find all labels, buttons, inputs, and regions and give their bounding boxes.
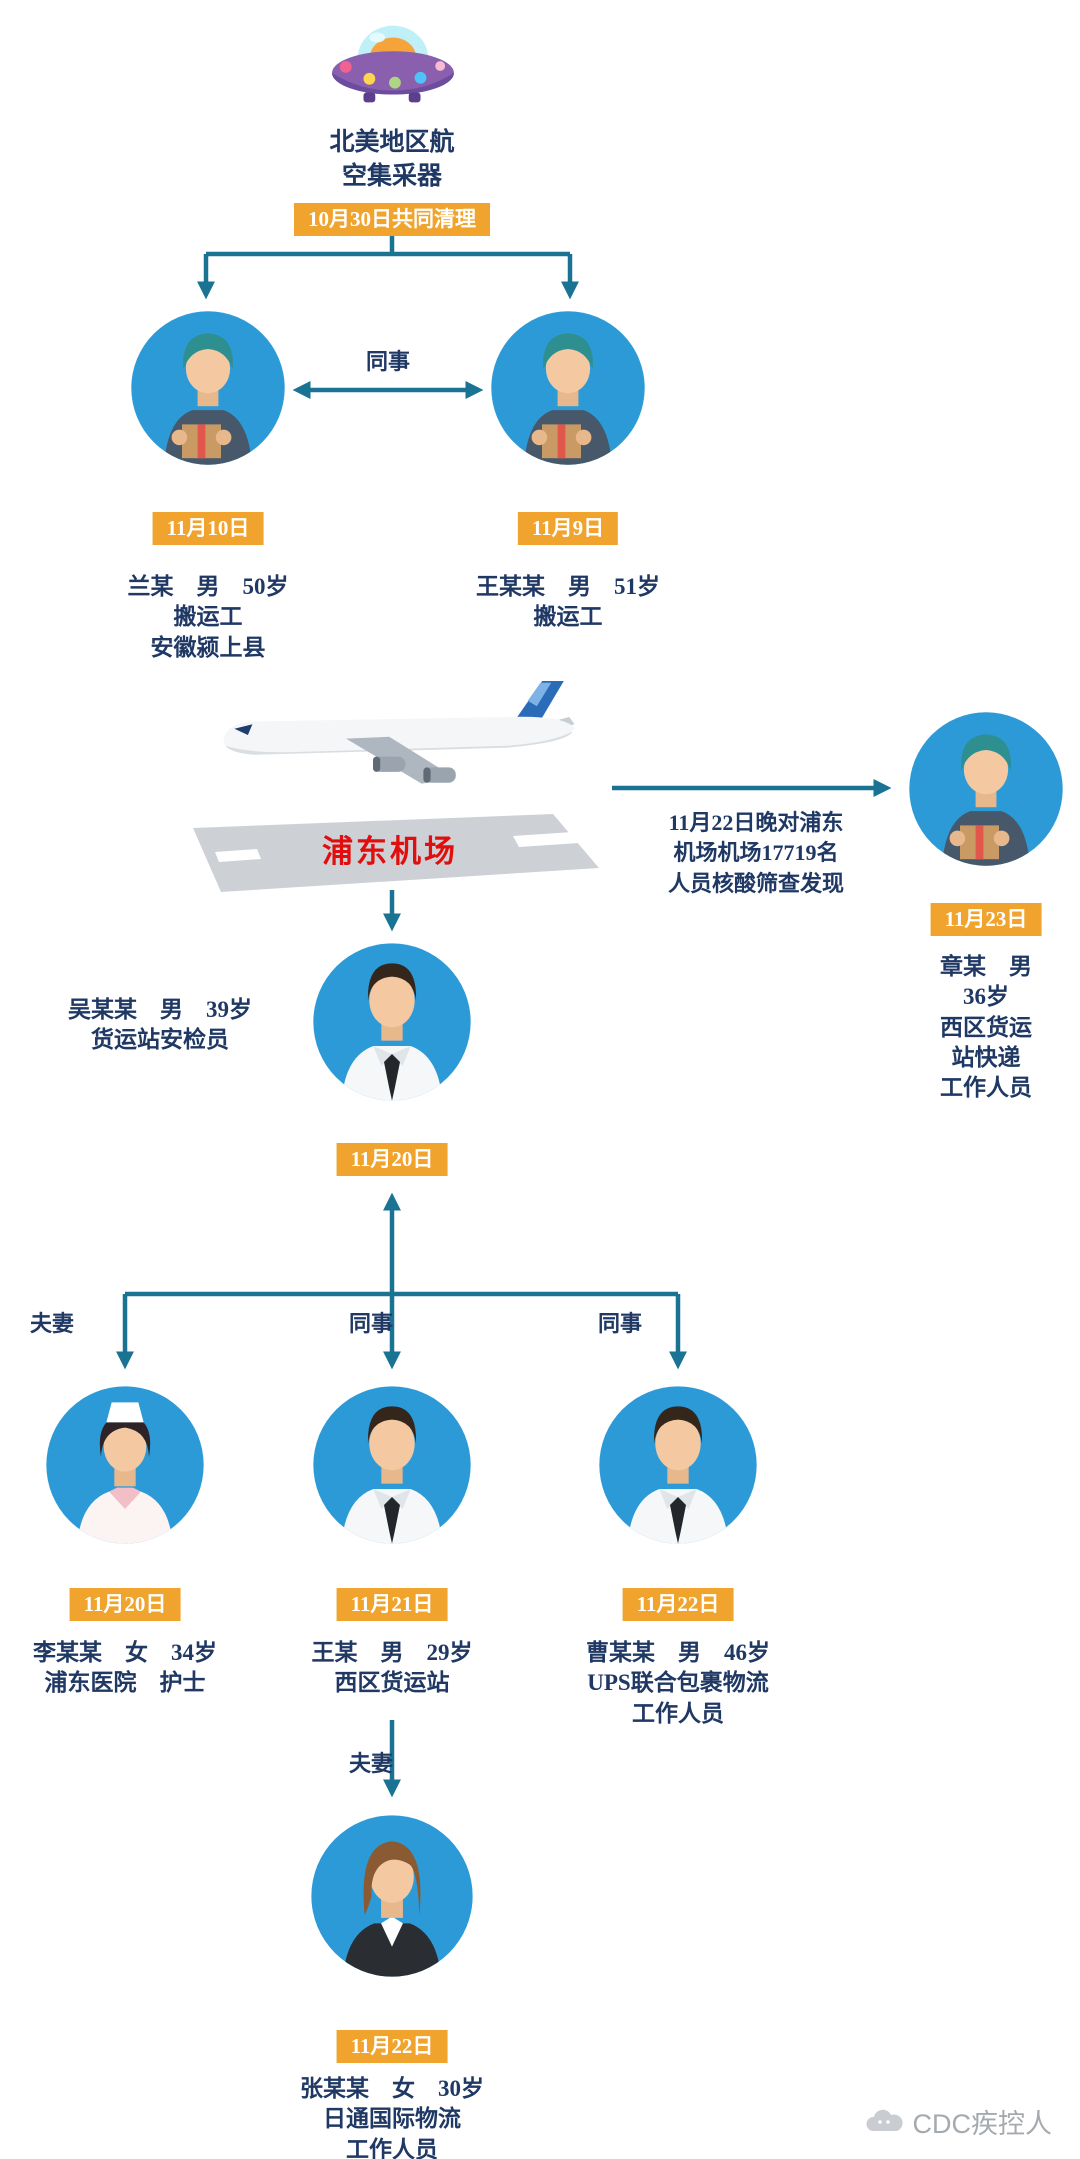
porter-avatar-icon <box>908 711 1064 867</box>
case-info-zhang30: 张某某 女 30岁 日通国际物流 工作人员 <box>300 2076 484 2159</box>
porter-avatar-icon <box>130 310 286 466</box>
case-info-wang29: 王某 男 29岁 西区货运站 <box>311 1640 473 1696</box>
avatar-wu <box>312 942 472 1102</box>
date-badge-zhang36: 11月23日 <box>930 903 1042 936</box>
woman-suit-avatar-icon <box>310 1814 474 1978</box>
watermark: CDC疾控人 <box>865 2102 1053 2141</box>
case-info-cao: 曹某某 男 46岁 UPS联合包裹物流 工作人员 <box>586 1640 770 1726</box>
man-tie-avatar-icon <box>312 942 472 1102</box>
nurse-avatar-icon <box>45 1385 205 1545</box>
date-badge-li: 11月20日 <box>69 1588 181 1621</box>
runway-icon <box>193 814 599 892</box>
source-label: 北美地区航 空集采器 <box>329 129 455 190</box>
airplane-node <box>195 672 605 812</box>
avatar-li <box>45 1385 205 1545</box>
airplane-icon <box>223 681 575 784</box>
date-badge-wang29: 11月21日 <box>336 1588 448 1621</box>
avatar-zhang36 <box>908 711 1064 867</box>
avatar-cao <box>598 1385 758 1545</box>
aviation-container-icon <box>332 25 454 103</box>
relation-colleague-mid: 同事 <box>348 1311 394 1336</box>
screening-note: 11月22日晚对浦东 机场机场17719名 人员核酸筛查发现 <box>667 810 845 896</box>
man-tie-avatar-icon <box>312 1385 472 1545</box>
event-badge: 10月30日共同清理 <box>294 203 490 236</box>
date-badge-zhang30: 11月22日 <box>336 2030 448 2063</box>
date-badge-lan: 11月10日 <box>152 512 264 545</box>
case-info-li: 李某某 女 34岁 浦东医院 护士 <box>33 1640 217 1696</box>
relation-colleague-right: 同事 <box>597 1311 643 1336</box>
date-badge-wu: 11月20日 <box>336 1143 448 1176</box>
runway-node <box>175 812 605 903</box>
relation-colleague-top: 同事 <box>365 349 411 374</box>
avatar-wang51 <box>490 310 646 466</box>
avatar-lan <box>130 310 286 466</box>
date-badge-cao: 11月22日 <box>622 1588 734 1621</box>
case-info-zhang36: 章某 男 36岁 西区货运站快递 工作人员 <box>940 954 1032 1101</box>
cdc-logo-icon <box>865 2109 903 2131</box>
avatar-zhang30 <box>310 1814 474 1978</box>
aviation-container-node <box>307 6 477 129</box>
case-info-wang51: 王某某 男 51岁 搬运工 <box>476 574 660 630</box>
relation-spouse-left: 夫妻 <box>29 1311 75 1336</box>
watermark-label: CDC疾控人 <box>912 2109 1053 2139</box>
man-tie-avatar-icon <box>598 1385 758 1545</box>
case-info-lan: 兰某 男 50岁 搬运工 安徽颍上县 <box>127 574 289 660</box>
date-badge-wang51: 11月9日 <box>517 512 619 545</box>
relation-spouse-bottom: 夫妻 <box>348 1751 394 1776</box>
avatar-wang29 <box>312 1385 472 1545</box>
porter-avatar-icon <box>490 310 646 466</box>
runway-label: 浦东机场 <box>322 834 458 869</box>
case-info-wu: 吴某某 男 39岁 货运站安检员 <box>68 997 252 1053</box>
